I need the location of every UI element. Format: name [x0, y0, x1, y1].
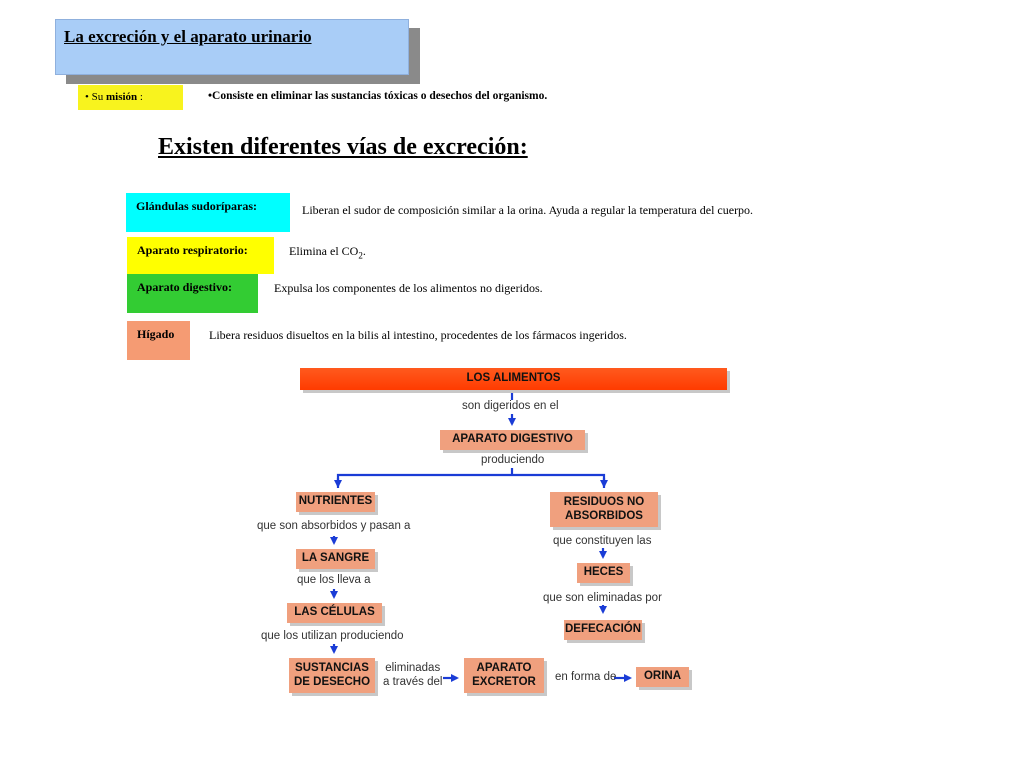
link-eliminadas-a-traves: eliminadas a través del — [383, 662, 443, 688]
route-desc-sweat-glands: Liberan el sudor de composición similar … — [302, 203, 754, 217]
node-nutrientes: NUTRIENTES — [296, 492, 375, 512]
mission-text: •Consiste en eliminar las sustancias tóx… — [208, 90, 548, 102]
link-eliminadas-por: que son eliminadas por — [543, 592, 662, 604]
link-constituyen: que constituyen las — [553, 535, 652, 547]
route-label-respiratory: Aparato respiratorio: — [127, 237, 274, 274]
route-label-sweat-glands: Glándulas sudoríparas: — [126, 193, 290, 232]
mission-label-box — [78, 85, 183, 110]
node-defecacion: DEFECACIÓN — [564, 620, 642, 640]
node-las-celulas: LAS CÉLULAS — [287, 603, 382, 623]
node-residuos-no-absorbidos: RESIDUOS NO ABSORBIDOS — [550, 492, 658, 527]
link-digeridos: son digeridos en el — [462, 400, 559, 412]
link-produciendo: produciendo — [481, 454, 545, 466]
section-heading: Existen diferentes vías de excreción: — [158, 134, 528, 160]
route-label-liver: Hígado — [127, 321, 190, 360]
node-aparato-excretor: APARATO EXCRETOR — [464, 658, 544, 693]
node-aparato-digestivo: APARATO DIGESTIVO — [440, 430, 585, 450]
route-desc-digestive: Expulsa los componentes de los alimentos… — [274, 281, 543, 295]
link-lleva: que los lleva a — [297, 574, 371, 586]
route-label-digestive: Aparato digestivo: — [127, 274, 258, 313]
node-sustancias-de-desecho: SUSTANCIAS DE DESECHO — [289, 658, 375, 693]
node-orina: ORINA — [636, 667, 689, 687]
node-los-alimentos: LOS ALIMENTOS — [300, 368, 727, 390]
route-desc-respiratory: Elimina el CO2. — [289, 244, 366, 261]
route-desc-liver: Libera residuos disueltos en la bilis al… — [209, 328, 627, 342]
link-absorbidos: que son absorbidos y pasan a — [257, 520, 411, 532]
node-la-sangre: LA SANGRE — [296, 549, 375, 569]
mission-label: • Su misión : — [85, 91, 143, 103]
link-utilizan: que los utilizan produciendo — [261, 630, 404, 642]
branch-line — [336, 473, 606, 488]
node-heces: HECES — [577, 563, 630, 583]
link-en-forma-de: en forma de — [555, 671, 617, 683]
page-title: La excreción y el aparato urinario — [64, 27, 312, 46]
title-box — [55, 19, 409, 75]
